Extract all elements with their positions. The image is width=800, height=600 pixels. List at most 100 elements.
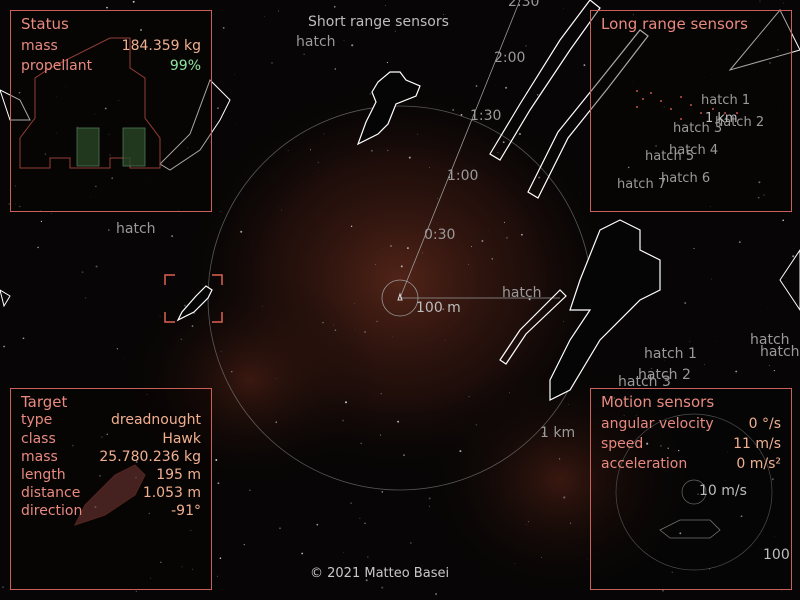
star xyxy=(724,480,726,481)
star xyxy=(390,245,392,247)
star xyxy=(197,452,198,453)
star xyxy=(704,77,705,78)
star xyxy=(135,461,138,463)
star xyxy=(497,152,499,154)
star xyxy=(568,404,569,405)
hatch-label[interactable]: hatch 3 xyxy=(618,374,671,390)
star xyxy=(708,27,710,30)
star xyxy=(558,458,561,460)
star xyxy=(271,62,273,64)
star xyxy=(202,284,204,285)
star xyxy=(334,6,336,8)
star xyxy=(782,2,784,4)
star xyxy=(452,108,455,111)
star xyxy=(323,133,325,135)
contact-dot xyxy=(680,96,682,98)
star xyxy=(757,196,760,199)
star xyxy=(663,106,665,108)
star xyxy=(322,322,324,324)
contact-dot xyxy=(636,90,638,92)
star xyxy=(502,141,505,144)
star xyxy=(359,517,361,519)
star xyxy=(198,289,199,291)
star xyxy=(132,0,135,3)
star xyxy=(344,401,348,404)
hatch-label[interactable]: hatch xyxy=(116,221,156,237)
shuttle-icon[interactable] xyxy=(356,71,421,146)
star xyxy=(234,73,235,75)
star xyxy=(22,337,25,340)
star xyxy=(217,482,220,485)
star xyxy=(37,246,39,249)
target-mass-value: 25.780.236 kg xyxy=(99,449,201,465)
lr-hatch-label: hatch 6 xyxy=(661,171,711,186)
star xyxy=(782,219,785,222)
star xyxy=(109,154,111,156)
star xyxy=(392,336,393,337)
star xyxy=(40,220,43,223)
star xyxy=(538,176,541,179)
target-bracket xyxy=(164,274,223,323)
star xyxy=(281,209,282,211)
station-arm-icon xyxy=(0,89,31,121)
star xyxy=(514,563,516,564)
hatch-label[interactable]: hatch 2 xyxy=(638,367,691,383)
star xyxy=(525,45,527,47)
speed-label: speed xyxy=(601,436,644,452)
heading-line xyxy=(399,0,521,299)
hatch-label[interactable]: hatch xyxy=(502,285,542,301)
star xyxy=(219,557,222,559)
speed-row: speed 11 m/s xyxy=(601,435,781,453)
lr-hatch-label: hatch 2 xyxy=(715,115,765,130)
station-arm-icon xyxy=(527,29,649,199)
long-range-panel: Long range sensors hatch 1 hatch 2 hatch… xyxy=(590,10,792,212)
star xyxy=(671,571,673,573)
star xyxy=(135,590,137,593)
station-hull-icon[interactable] xyxy=(549,219,661,401)
contact-dot xyxy=(680,118,682,120)
star xyxy=(316,523,319,526)
star xyxy=(303,53,305,55)
star xyxy=(527,521,529,523)
target-direction-row: direction -91° xyxy=(21,502,201,520)
star xyxy=(777,48,779,51)
star xyxy=(505,86,508,89)
star xyxy=(444,339,446,341)
star xyxy=(95,265,98,268)
lr-hatch-label: hatch 7 xyxy=(617,177,667,192)
hatch-label[interactable]: hatch xyxy=(296,34,336,50)
direction-label: direction xyxy=(21,503,83,519)
contact-dot xyxy=(690,104,692,106)
contact-dot xyxy=(724,112,726,114)
target-ship-icon[interactable] xyxy=(176,285,213,322)
star xyxy=(61,528,62,529)
contact-dot xyxy=(660,100,662,102)
hatch-label[interactable]: hatch xyxy=(760,344,800,360)
star xyxy=(376,320,378,323)
fuel-tank-left xyxy=(76,127,100,167)
status-mass-row: mass 184.359 kg xyxy=(21,37,201,55)
star xyxy=(712,402,714,404)
star xyxy=(505,236,508,239)
star xyxy=(65,85,66,87)
star xyxy=(475,424,478,426)
star xyxy=(243,543,246,546)
star xyxy=(351,44,354,47)
status-title: Status xyxy=(21,15,69,33)
star xyxy=(60,65,62,67)
star xyxy=(217,107,219,110)
star xyxy=(2,586,4,588)
hatch-label[interactable]: hatch 1 xyxy=(644,346,697,362)
star xyxy=(650,367,653,370)
fuel-tank-right xyxy=(122,127,146,167)
star xyxy=(679,532,682,535)
star xyxy=(56,96,57,98)
star xyxy=(636,415,638,416)
star xyxy=(428,166,431,168)
star xyxy=(231,371,233,373)
star xyxy=(18,91,21,94)
star xyxy=(459,450,462,453)
hatch-label[interactable]: hatch xyxy=(750,332,790,348)
star xyxy=(343,40,345,41)
